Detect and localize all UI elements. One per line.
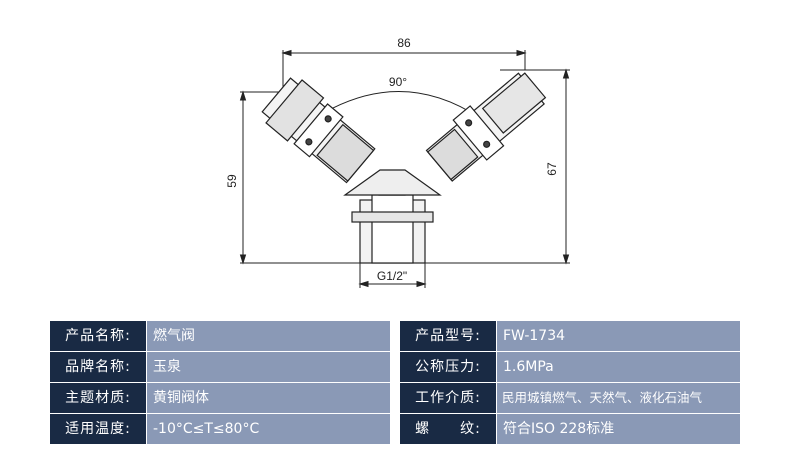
spec-table-left: 产品名称: 燃气阀 品牌名称: 玉泉 主题材质: 黄铜阀体 适用温度: -10°… [50, 321, 390, 445]
spec-label: 主题材质: [50, 383, 146, 413]
thread-arrow-left [358, 280, 369, 288]
dim-thread-label: G1/2" [377, 269, 407, 283]
spec-row: 公称压力: 1.6MPa [400, 352, 740, 382]
spec-row: 主题材质: 黄铜阀体 [50, 383, 390, 413]
technical-drawing: 86 90° 59 67 G1/2" [225, 36, 570, 288]
angle-arc [314, 91, 481, 119]
spec-label: 产品名称: [50, 321, 146, 351]
spec-label: 公称压力: [400, 352, 496, 382]
arrow-left [281, 49, 292, 57]
spec-value: -10°C≤T≤80°C [146, 414, 390, 444]
spec-value: 黄铜阀体 [146, 383, 390, 413]
spec-row: 产品型号: FW-1734 [400, 321, 740, 351]
dim-angle-label: 90° [389, 75, 407, 89]
spec-value: 1.6MPa [496, 352, 740, 382]
spec-value: FW-1734 [496, 321, 740, 351]
arrow-up-left [239, 90, 247, 101]
spec-value: 符合ISO 228标准 [496, 414, 740, 444]
spec-value: 燃气阀 [146, 321, 390, 351]
valve-body [261, 72, 547, 264]
spec-row: 产品名称: 燃气阀 [50, 321, 390, 351]
spec-row: 品牌名称: 玉泉 [50, 352, 390, 382]
arrow-down-left [239, 254, 247, 265]
spec-label: 螺 纹: [400, 414, 496, 444]
dim-left-height-label: 59 [225, 174, 239, 188]
spec-label: 品牌名称: [50, 352, 146, 382]
spec-row: 工作介质: 民用城镇燃气、天然气、液化石油气 [400, 383, 740, 413]
spec-label: 适用温度: [50, 414, 146, 444]
arrow-right [516, 49, 527, 57]
spec-label: 产品型号: [400, 321, 496, 351]
arrow-down-right [562, 254, 570, 265]
spec-row: 适用温度: -10°C≤T≤80°C [50, 414, 390, 444]
thread-arrow-right [416, 280, 427, 288]
dim-width-label: 86 [397, 36, 411, 50]
arrow-up-right [562, 68, 570, 79]
spec-label: 工作介质: [400, 383, 496, 413]
spec-row: 螺 纹: 符合ISO 228标准 [400, 414, 740, 444]
spec-table-right: 产品型号: FW-1734 公称压力: 1.6MPa 工作介质: 民用城镇燃气、… [400, 321, 740, 445]
spec-value: 玉泉 [146, 352, 390, 382]
dim-right-height-label: 67 [545, 162, 559, 176]
spec-value: 民用城镇燃气、天然气、液化石油气 [496, 383, 740, 413]
